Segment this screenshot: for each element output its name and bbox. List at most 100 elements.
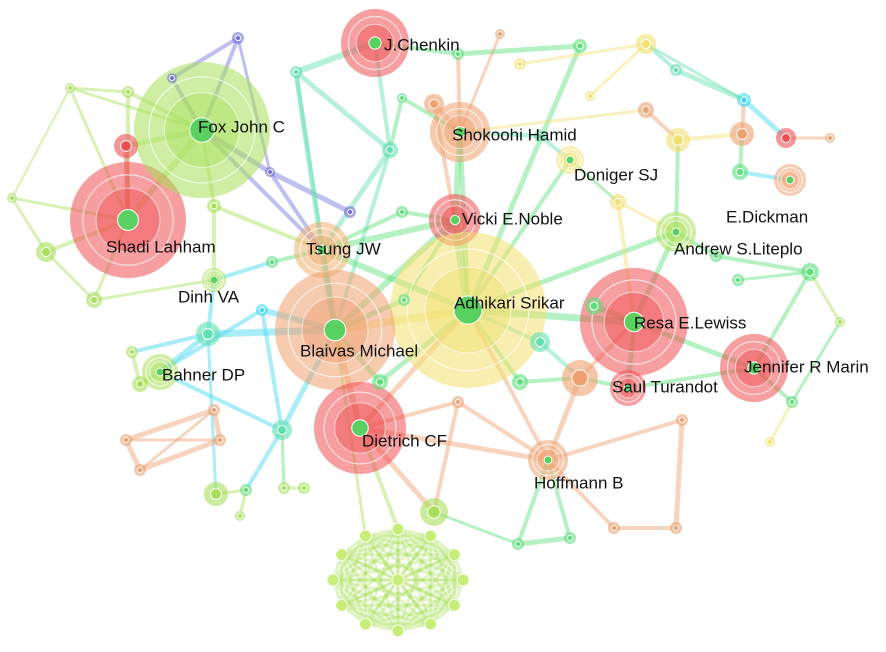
- coauthor-node: [256, 304, 268, 316]
- coauthor-link: [340, 603, 433, 626]
- node-core: [672, 66, 680, 74]
- node-core: [258, 306, 266, 314]
- coauthor-link: [432, 400, 460, 514]
- author-label-shokoohi: Shokoohi Hamid: [452, 125, 577, 144]
- coauthor-link: [396, 578, 433, 626]
- coauthor-link: [68, 86, 130, 94]
- coauthor-node: [514, 58, 526, 70]
- coauthor-node: [358, 529, 372, 543]
- node-core: [747, 361, 761, 375]
- coauthor-link: [396, 534, 433, 633]
- author-node-turandot: [610, 370, 646, 406]
- coauthor-node: [86, 292, 102, 308]
- node-core: [398, 208, 406, 216]
- coauthor-link: [518, 42, 648, 66]
- coauthor-node: [396, 206, 408, 218]
- node-core: [169, 75, 175, 81]
- author-label-marin: Jennifer R Marin: [744, 357, 869, 376]
- author-label-dickman: E.Dickman: [726, 207, 808, 226]
- coauthor-node: [710, 250, 722, 262]
- node-core: [613, 197, 623, 207]
- node-core: [837, 319, 843, 325]
- coauthor-link: [363, 534, 456, 557]
- coauthor-link: [123, 407, 217, 443]
- coauthor-node: [391, 624, 405, 638]
- node-core: [805, 267, 815, 277]
- coauthor-link: [363, 578, 465, 626]
- node-core: [268, 258, 276, 266]
- coauthor-link: [396, 578, 465, 633]
- coauthor-node: [391, 522, 405, 536]
- coauthor-link: [340, 534, 433, 557]
- author-node-hoffmann: [528, 440, 568, 480]
- coauthor-link: [363, 534, 456, 607]
- coauthor-node: [126, 346, 138, 358]
- coauthor-node: [290, 66, 302, 78]
- coauthor-node: [235, 511, 245, 521]
- node-core: [827, 135, 833, 141]
- node-core: [9, 195, 15, 201]
- coauthor-link: [331, 578, 367, 626]
- coauthor-link: [546, 418, 684, 462]
- coauthor-node: [585, 91, 595, 101]
- coauthor-link: [340, 553, 400, 582]
- coauthor-link: [10, 196, 48, 254]
- node-core: [734, 276, 742, 284]
- node-core: [234, 34, 242, 42]
- coauthor-node: [447, 548, 461, 562]
- author-label-shadi: Shadi Lahham: [106, 237, 216, 256]
- author-node-chenkin: [341, 9, 409, 77]
- coauthor-link: [331, 578, 433, 626]
- coauthor-node: [298, 482, 310, 494]
- coauthor-node: [134, 464, 146, 476]
- node-core: [136, 466, 144, 474]
- coauthor-link: [429, 534, 456, 607]
- node-core: [514, 540, 522, 548]
- node-core: [454, 398, 462, 406]
- node-core: [346, 208, 354, 216]
- coauthor-node: [204, 482, 228, 506]
- node-ring: [591, 279, 677, 365]
- node-core: [767, 439, 773, 445]
- node-core: [565, 155, 575, 165]
- node-core: [641, 105, 651, 115]
- node-core: [535, 337, 545, 347]
- coauthor-node: [585, 297, 603, 315]
- node-ring: [531, 443, 565, 477]
- coauthor-node: [730, 122, 754, 146]
- author-label-dietrich: Dietrich CF: [362, 431, 447, 450]
- coauthor-link: [790, 320, 842, 404]
- coauthor-node: [825, 133, 835, 143]
- node-core: [210, 488, 222, 500]
- node-core: [202, 328, 214, 340]
- node-core: [135, 379, 145, 389]
- node-core: [566, 534, 574, 542]
- coauthor-link: [363, 534, 400, 582]
- coauthor-node: [391, 573, 405, 587]
- node-ring: [347, 15, 403, 71]
- node-core: [210, 202, 218, 210]
- coauthor-node: [266, 256, 278, 268]
- coauthor-link: [673, 417, 685, 531]
- node-ring: [204, 270, 224, 290]
- author-node-shokoohi: [430, 102, 490, 162]
- node-core: [300, 484, 308, 492]
- author-node-marin: [720, 334, 788, 402]
- coauthor-link: [340, 534, 433, 607]
- coauthor-link: [429, 578, 465, 626]
- coauthor-link: [138, 408, 216, 472]
- node-core: [740, 96, 748, 104]
- coauthor-node: [573, 39, 587, 53]
- node-ring: [726, 340, 782, 396]
- coauthor-link: [331, 578, 400, 633]
- author-node-shadi: [70, 162, 186, 278]
- node-core: [678, 416, 686, 424]
- coauthor-node: [397, 93, 407, 103]
- node-ring: [287, 282, 383, 378]
- node-core: [671, 227, 681, 237]
- node-core: [277, 425, 287, 435]
- coauthor-link: [331, 527, 400, 582]
- node-core: [316, 244, 328, 256]
- coauthor-link: [388, 96, 404, 152]
- coauthor-link: [340, 527, 400, 557]
